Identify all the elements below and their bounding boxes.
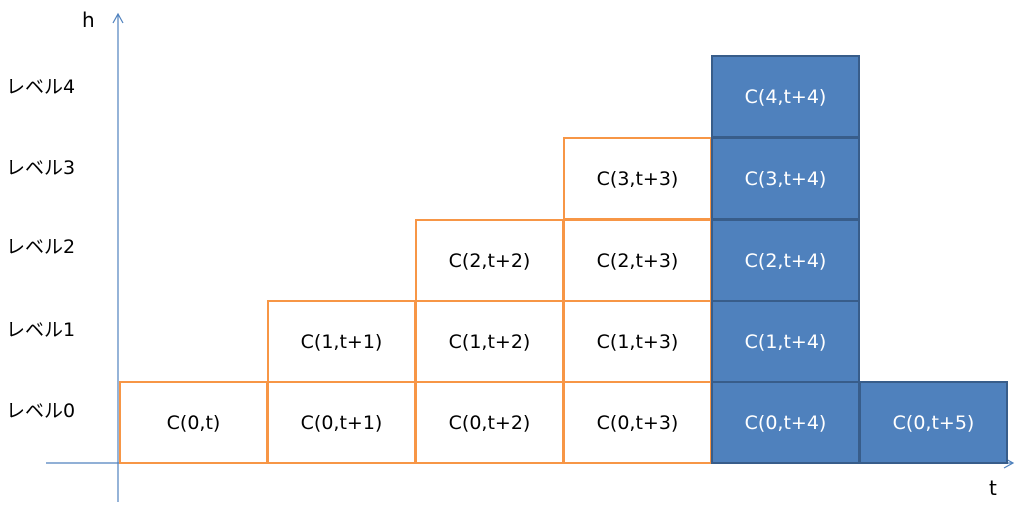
level-label-4: レベル4	[6, 76, 76, 98]
cell-c-0-t-5: C(0,t+5)	[859, 381, 1008, 464]
cell-c-0-t-4: C(0,t+4)	[711, 381, 860, 464]
cell-c-2-t-3: C(2,t+3)	[563, 219, 712, 302]
cell-c-1-t-3: C(1,t+3)	[563, 300, 712, 383]
cell-c-1-t-2: C(1,t+2)	[415, 300, 564, 383]
cell-c-0-t-2: C(0,t+2)	[415, 381, 564, 464]
level-label-0: レベル0	[6, 400, 76, 422]
cell-c-0-t: C(0,t)	[119, 381, 268, 464]
level-label-3: レベル3	[6, 157, 76, 179]
cell-c-0-t-3: C(0,t+3)	[563, 381, 712, 464]
cell-c-3-t-3: C(3,t+3)	[563, 137, 712, 220]
cell-c-1-t-4: C(1,t+4)	[711, 300, 860, 383]
level-label-2: レベル2	[6, 236, 76, 258]
h-axis-label: h	[82, 8, 95, 32]
cell-c-2-t-4: C(2,t+4)	[711, 219, 860, 302]
cell-c-4-t-4: C(4,t+4)	[711, 55, 860, 138]
cell-c-2-t-2: C(2,t+2)	[415, 219, 564, 302]
t-axis-label: t	[989, 476, 997, 500]
cell-c-0-t-1: C(0,t+1)	[267, 381, 416, 464]
level-label-1: レベル1	[6, 319, 76, 341]
cell-c-1-t-1: C(1,t+1)	[267, 300, 416, 383]
cell-c-3-t-4: C(3,t+4)	[711, 137, 860, 220]
